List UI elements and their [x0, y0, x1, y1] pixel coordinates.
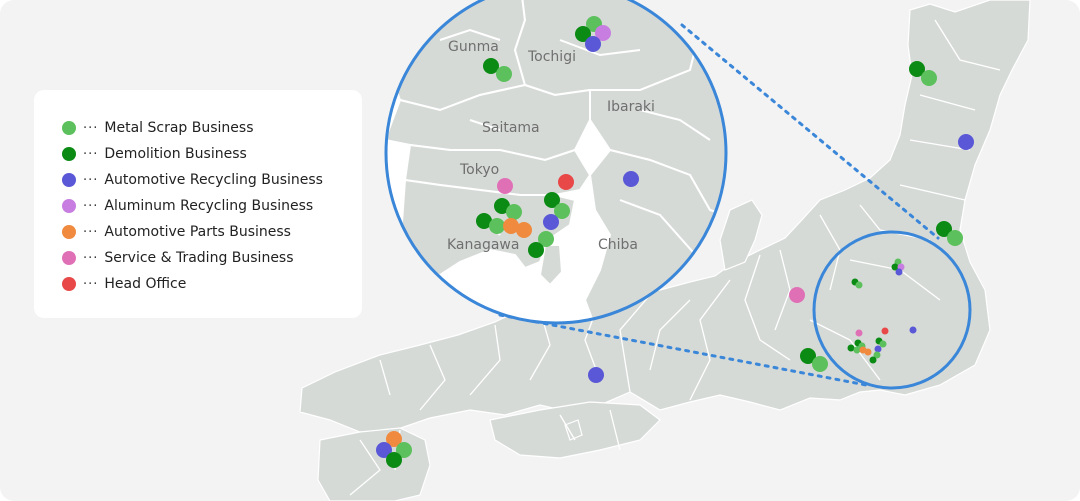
marker-demolition — [909, 61, 925, 77]
marker-demolition — [483, 58, 499, 74]
marker-metal-scrap — [947, 230, 963, 246]
inset-markers — [476, 16, 639, 258]
marker-automotive-recycling — [623, 171, 639, 187]
marker-demolition — [800, 348, 816, 364]
marker-automotive-recycling — [958, 134, 974, 150]
service-trading-dot-icon — [62, 251, 76, 265]
marker-demolition — [544, 192, 560, 208]
legend-label: Service & Trading Business — [104, 250, 294, 266]
marker-demolition — [386, 452, 402, 468]
legend-separator: ··· — [83, 198, 99, 214]
legend-item-service-trading: ··· Service & Trading Business — [62, 248, 294, 268]
legend-label: Automotive Parts Business — [104, 224, 291, 240]
legend-label: Metal Scrap Business — [104, 120, 254, 136]
legend-item-demolition: ··· Demolition Business — [62, 144, 247, 164]
legend-label: Head Office — [104, 276, 187, 292]
head-office-dot-icon — [62, 277, 76, 291]
mini-marker — [855, 281, 863, 289]
legend-item-metal-scrap: ··· Metal Scrap Business — [62, 118, 254, 138]
mini-marker — [909, 326, 917, 334]
marker-automotive-recycling — [588, 367, 604, 383]
label-kanagawa: Kanagawa — [447, 237, 519, 253]
marker-metal-scrap — [538, 231, 554, 247]
marker-demolition — [494, 198, 510, 214]
marker-automotive-parts — [516, 222, 532, 238]
legend-separator: ··· — [83, 172, 99, 188]
mini-marker — [855, 329, 863, 337]
kanto-inset: Gunma Tochigi Ibaraki Saitama Tokyo Kana… — [384, 0, 728, 325]
marker-automotive-recycling — [376, 442, 392, 458]
marker-automotive-parts — [503, 218, 519, 234]
legend-item-automotive-parts: ··· Automotive Parts Business — [62, 222, 291, 242]
legend-label: Aluminum Recycling Business — [104, 198, 314, 214]
inset-ring — [384, 0, 728, 325]
mini-marker — [891, 263, 899, 271]
zoom-connectors — [498, 23, 940, 387]
legend-separator: ··· — [83, 120, 99, 136]
zoom-circle-markers — [847, 258, 917, 364]
marker-metal-scrap — [921, 70, 937, 86]
mini-marker — [874, 345, 882, 353]
legend: ··· Metal Scrap Business ··· Demolition … — [34, 90, 362, 318]
legend-separator: ··· — [83, 250, 99, 266]
inset-boundaries — [439, 28, 711, 261]
mini-marker — [869, 356, 877, 364]
marker-service-trading — [789, 287, 805, 303]
legend-label: Automotive Recycling Business — [104, 172, 323, 188]
metal-scrap-dot-icon — [62, 121, 76, 135]
marker-aluminum-recycling — [595, 25, 611, 41]
legend-item-aluminum-recycling: ··· Aluminum Recycling Business — [62, 196, 313, 216]
marker-automotive-parts — [386, 431, 402, 447]
automotive-parts-dot-icon — [62, 225, 76, 239]
inset-labels: Gunma Tochigi Ibaraki Saitama Tokyo Kana… — [447, 39, 655, 253]
marker-service-trading — [497, 178, 513, 194]
aluminum-recycling-dot-icon — [62, 199, 76, 213]
mini-marker — [879, 340, 887, 348]
main-markers — [376, 61, 974, 468]
label-tochigi: Tochigi — [527, 49, 576, 65]
legend-separator: ··· — [83, 276, 99, 292]
label-ibaraki: Ibaraki — [607, 99, 655, 115]
marker-metal-scrap — [812, 356, 828, 372]
marker-metal-scrap — [554, 203, 570, 219]
marker-demolition — [936, 221, 952, 237]
marker-automotive-recycling — [585, 36, 601, 52]
kanto-zoom-circle — [812, 230, 972, 390]
label-gunma: Gunma — [448, 39, 499, 55]
mini-marker — [881, 327, 889, 335]
marker-metal-scrap — [396, 442, 412, 458]
marker-metal-scrap — [496, 66, 512, 82]
mini-marker — [873, 351, 881, 359]
label-chiba: Chiba — [598, 237, 638, 253]
marker-demolition — [575, 26, 591, 42]
marker-metal-scrap — [489, 218, 505, 234]
mini-marker — [864, 348, 872, 356]
demolition-dot-icon — [62, 147, 76, 161]
marker-demolition — [528, 242, 544, 258]
automotive-recycling-dot-icon — [62, 173, 76, 187]
marker-automotive-recycling — [543, 214, 559, 230]
main-boundaries — [349, 19, 1001, 496]
mini-marker — [895, 268, 903, 276]
marker-metal-scrap — [506, 204, 522, 220]
marker-demolition — [476, 213, 492, 229]
mini-marker — [853, 346, 861, 354]
legend-label: Demolition Business — [104, 146, 247, 162]
legend-item-head-office: ··· Head Office — [62, 274, 186, 294]
mini-marker — [847, 344, 855, 352]
marker-head-office — [558, 174, 574, 190]
label-tokyo: Tokyo — [459, 162, 499, 178]
legend-item-automotive-recycling: ··· Automotive Recycling Business — [62, 170, 323, 190]
label-saitama: Saitama — [482, 120, 540, 136]
legend-separator: ··· — [83, 146, 99, 162]
legend-separator: ··· — [83, 224, 99, 240]
